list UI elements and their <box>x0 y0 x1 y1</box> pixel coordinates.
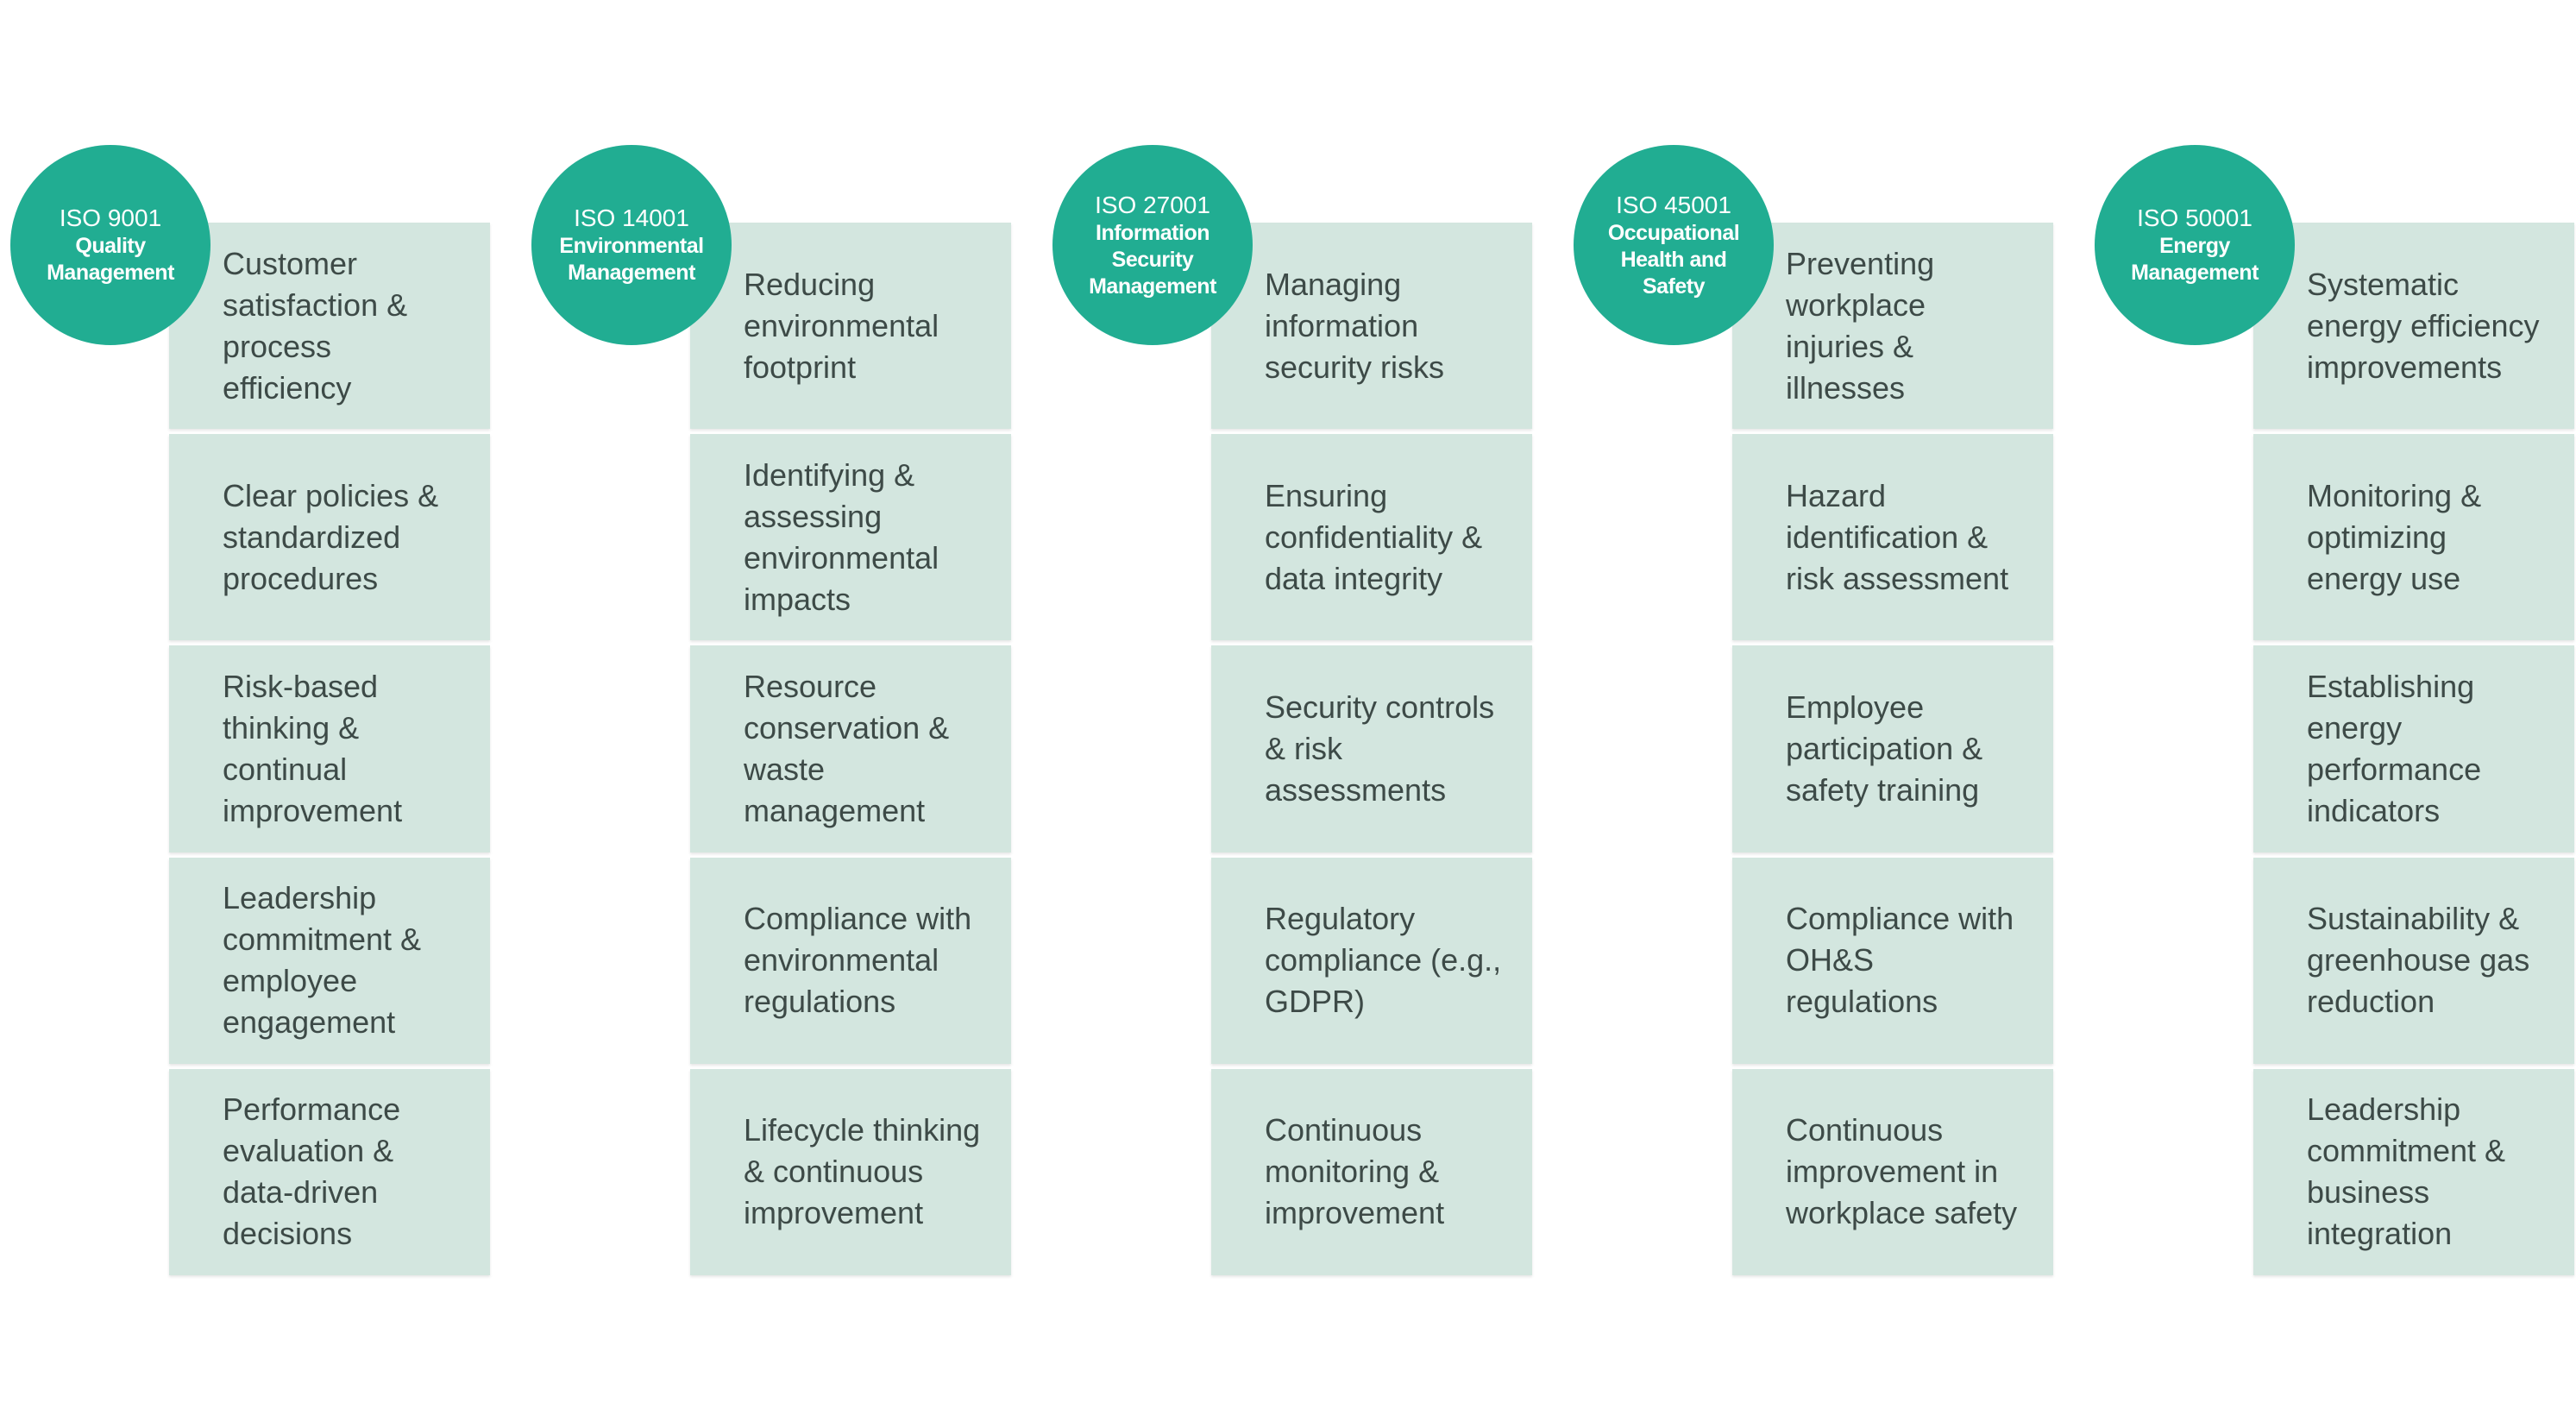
badge-subtitle: Information Security Management <box>1089 220 1216 299</box>
badge-iso-27001: ISO 27001 Information Security Managemen… <box>1052 145 1253 345</box>
badge-iso-50001: ISO 50001 Energy Management <box>2095 145 2295 345</box>
badge-subtitle: Energy Management <box>2131 234 2259 285</box>
item-text: Managing information security risks <box>1265 266 1445 385</box>
item-text: Risk-based thinking & continual improvem… <box>223 669 403 828</box>
item-stack: Preventing workplace injuries & illnesse… <box>1732 223 2053 1276</box>
item-text: Continuous monitoring & improvement <box>1265 1112 1445 1231</box>
list-item: Systematic energy efficiency improvement… <box>2253 223 2574 430</box>
list-item: Clear policies & standardized procedures <box>169 434 490 641</box>
item-text: Compliance with OH&S regulations <box>1786 901 2014 1020</box>
item-text: Leadership commitment & employee engagem… <box>223 880 422 1041</box>
list-item: Leadership commitment & business integra… <box>2253 1068 2574 1276</box>
list-item: Performance evaluation & data-driven dec… <box>169 1068 490 1276</box>
badge-code: ISO 14001 <box>574 204 689 231</box>
item-stack: Reducing environmental footprint Identif… <box>690 223 1011 1276</box>
badge-code: ISO 27001 <box>1095 191 1210 218</box>
item-stack: Systematic energy efficiency improvement… <box>2253 223 2574 1276</box>
item-stack: Customer satisfaction & process efficien… <box>169 223 490 1276</box>
badge-code: ISO 50001 <box>2137 204 2252 231</box>
badge-iso-45001: ISO 45001 Occupational Health and Safety <box>1574 145 1774 345</box>
item-text: Leadership commitment & business integra… <box>2307 1091 2506 1252</box>
item-text: Customer satisfaction & process efficien… <box>223 245 408 406</box>
list-item: Lifecycle thinking & continuous improvem… <box>690 1068 1011 1276</box>
item-text: Lifecycle thinking & continuous improvem… <box>744 1112 981 1231</box>
item-text: Clear policies & standardized procedures <box>223 477 439 596</box>
badge-code: ISO 9001 <box>59 204 162 231</box>
badge-subtitle: Environmental Management <box>559 234 704 285</box>
item-text: Hazard identification & risk assessment <box>1786 477 2009 596</box>
list-item: Managing information security risks <box>1211 223 1532 430</box>
item-text: Employee participation & safety training <box>1786 689 1983 808</box>
item-stack: Managing information security risks Ensu… <box>1211 223 1532 1276</box>
list-item: Leadership commitment & employee engagem… <box>169 857 490 1064</box>
item-text: Regulatory compliance (e.g., GDPR) <box>1265 901 1502 1020</box>
list-item: Employee participation & safety training <box>1732 645 2053 852</box>
list-item: Monitoring & optimizing energy use <box>2253 434 2574 641</box>
badge-subtitle: Occupational Health and Safety <box>1607 220 1740 299</box>
column-iso-45001: ISO 45001 Occupational Health and Safety… <box>1567 145 2058 1276</box>
column-iso-9001: ISO 9001 Quality Management Customer sat… <box>3 145 495 1276</box>
badge-iso-9001: ISO 9001 Quality Management <box>10 145 210 345</box>
item-text: Ensuring confidentiality & data integrit… <box>1265 477 1483 596</box>
column-iso-50001: ISO 50001 Energy Management Systematic e… <box>2088 145 2576 1276</box>
list-item: Compliance with OH&S regulations <box>1732 857 2053 1064</box>
list-item: Ensuring confidentiality & data integrit… <box>1211 434 1532 641</box>
list-item: Customer satisfaction & process efficien… <box>169 223 490 430</box>
column-iso-27001: ISO 27001 Information Security Managemen… <box>1046 145 1537 1276</box>
list-item: Compliance with environmental regulation… <box>690 857 1011 1064</box>
item-text: Establishing energy performance indicato… <box>2307 669 2482 828</box>
item-text: Systematic energy efficiency improvement… <box>2307 266 2540 385</box>
item-text: Continuous improvement in workplace safe… <box>1786 1112 2018 1231</box>
list-item: Sustainability & greenhouse gas reductio… <box>2253 857 2574 1064</box>
item-text: Sustainability & greenhouse gas reductio… <box>2307 901 2530 1020</box>
item-text: Identifying & assessing environmental im… <box>744 456 939 617</box>
badge-subtitle: Quality Management <box>47 234 174 285</box>
item-text: Compliance with environmental regulation… <box>744 901 972 1020</box>
list-item: Continuous improvement in workplace safe… <box>1732 1068 2053 1276</box>
badge-iso-14001: ISO 14001 Environmental Management <box>531 145 732 345</box>
badge-code: ISO 45001 <box>1616 191 1731 218</box>
item-text: Security controls & risk assessments <box>1265 689 1495 808</box>
item-text: Preventing workplace injuries & illnesse… <box>1786 245 1935 406</box>
list-item: Resource conservation & waste management <box>690 645 1011 852</box>
list-item: Reducing environmental footprint <box>690 223 1011 430</box>
list-item: Continuous monitoring & improvement <box>1211 1068 1532 1276</box>
list-item: Preventing workplace injuries & illnesse… <box>1732 223 2053 430</box>
item-text: Monitoring & optimizing energy use <box>2307 477 2482 596</box>
item-text: Resource conservation & waste management <box>744 669 950 828</box>
list-item: Risk-based thinking & continual improvem… <box>169 645 490 852</box>
list-item: Security controls & risk assessments <box>1211 645 1532 852</box>
item-text: Performance evaluation & data-driven dec… <box>223 1091 401 1252</box>
column-iso-14001: ISO 14001 Environmental Management Reduc… <box>525 145 1016 1276</box>
list-item: Establishing energy performance indicato… <box>2253 645 2574 852</box>
list-item: Hazard identification & risk assessment <box>1732 434 2053 641</box>
list-item: Regulatory compliance (e.g., GDPR) <box>1211 857 1532 1064</box>
item-text: Reducing environmental footprint <box>744 266 939 385</box>
list-item: Identifying & assessing environmental im… <box>690 434 1011 641</box>
